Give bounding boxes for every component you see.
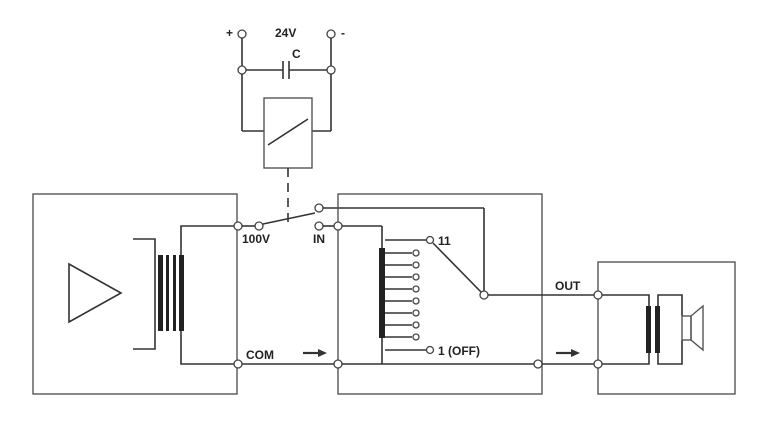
speaker-out-terminal	[593, 290, 603, 300]
label-in: IN	[313, 232, 325, 246]
speaker-transformer	[602, 294, 683, 365]
speaker-enclosure	[597, 261, 736, 395]
amp-100v-terminal	[233, 221, 243, 231]
relay-coil	[263, 97, 313, 169]
speaker-com-terminal	[593, 359, 603, 369]
speaker-block	[593, 261, 736, 395]
relay-switch-arm	[262, 212, 316, 225]
amplifier-triangle-icon	[68, 262, 123, 324]
amp-com-terminal	[233, 359, 243, 369]
plus-terminal	[237, 29, 247, 39]
label-tap-top: 11	[438, 234, 451, 248]
relay-contact-bypass	[314, 203, 324, 213]
amplifier-enclosure	[32, 193, 238, 395]
attenuator-block	[333, 193, 594, 395]
attenuator-out-com-terminal	[533, 359, 543, 369]
signal-arrow-out-icon	[556, 349, 580, 357]
selector-wiper	[432, 242, 482, 293]
autotransformer-core	[379, 248, 385, 338]
plus-label: +	[226, 26, 233, 40]
right-node-terminal	[326, 65, 336, 75]
capacitor-label: C	[292, 47, 301, 61]
attenuator-in-terminal	[333, 221, 343, 231]
label-tap-bottom: 1 (OFF)	[438, 344, 480, 358]
minus-terminal	[326, 29, 336, 39]
selector-pivot	[479, 290, 489, 300]
attenuator-com-terminal	[333, 359, 343, 369]
amplifier-block	[32, 193, 238, 395]
relay-contact-in	[314, 221, 324, 231]
left-node-terminal	[237, 65, 247, 75]
attenuator-enclosure	[337, 193, 543, 395]
capacitor-symbol	[246, 61, 327, 79]
label-out: OUT	[555, 279, 581, 293]
relay-contact-common	[254, 221, 264, 231]
voltage-label: 24V	[275, 26, 296, 40]
label-100v: 100V	[242, 232, 270, 246]
speaker-icon	[681, 304, 704, 352]
relay-contacts	[242, 203, 485, 292]
amplifier-transformer	[133, 225, 234, 365]
transformer-taps	[385, 235, 435, 355]
power-supply-section: + 24V - C	[226, 26, 345, 222]
signal-arrow-com-icon	[303, 349, 327, 357]
minus-label: -	[341, 26, 345, 40]
label-com: COM	[246, 348, 274, 362]
